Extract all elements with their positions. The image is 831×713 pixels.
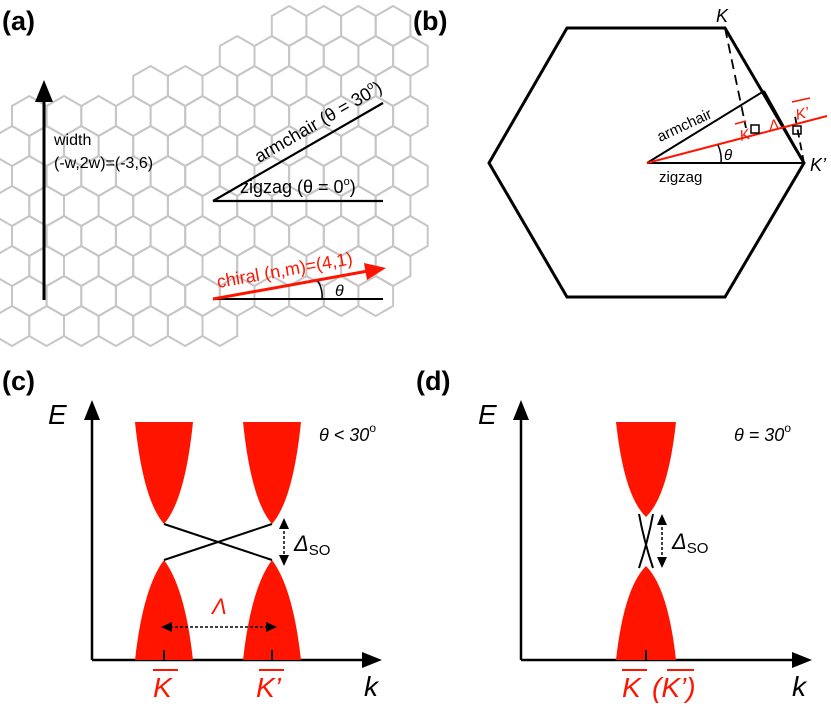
panel-d: (d) E k θ = 30o ΔSO K (K’) <box>416 366 812 703</box>
chiral-direction <box>646 115 828 164</box>
crossing-line-2 <box>163 523 273 561</box>
valence-band-Kbar <box>135 560 193 660</box>
crossing-lines-d <box>638 513 654 569</box>
valence-band-d <box>616 566 676 660</box>
Kbar-label-b: K <box>734 120 753 145</box>
lattice-hexagon <box>340 4 377 48</box>
armchair-label: armchair (θ = 30o) <box>251 76 386 166</box>
lattice-hexagon <box>0 124 31 168</box>
Kbar-prime-label-d: (K’) <box>652 669 696 703</box>
delta-so-label-c: ΔSO <box>293 531 330 559</box>
zigzag-label-b: zigzag <box>659 169 702 186</box>
lattice-hexagon <box>374 4 412 48</box>
zigzag-label: zigzag (θ = 0o) <box>240 176 356 197</box>
chiral-arrow <box>212 263 386 301</box>
lattice-hexagon <box>0 244 31 288</box>
valence-band-Kbar-prime <box>243 560 301 660</box>
Kbar-label-c: K <box>153 669 178 703</box>
svg-text:K: K <box>153 672 173 703</box>
armchair-line <box>212 102 384 202</box>
Kbar-prime-label-c: K’ <box>256 669 284 703</box>
lattice-hexagon <box>132 64 169 108</box>
theta-arc <box>317 280 323 300</box>
E-axis-label-d: E <box>478 399 497 430</box>
lattice-hexagon <box>305 4 343 48</box>
armchair-direction <box>646 90 765 164</box>
energy-axis-d <box>513 400 529 660</box>
svg-text:K: K <box>622 672 642 703</box>
delta-so-label-d: ΔSO <box>671 529 708 557</box>
delta-so-arrow-d <box>657 514 667 568</box>
panel-d-label: (d) <box>416 366 450 396</box>
conduction-band-Kbar-prime <box>243 422 301 524</box>
delta-so-arrow-c <box>279 518 289 566</box>
right-angle-mark-1 <box>750 124 760 134</box>
conduction-band-Kbar <box>135 422 193 524</box>
conduction-band-d <box>616 422 676 517</box>
lambda-arrow-c <box>161 622 277 632</box>
Lambda-label-b: Λ <box>766 116 781 135</box>
panel-b-label: (b) <box>413 6 447 36</box>
lattice-hexagon <box>270 4 308 48</box>
width-vector-label: (-w,2w)=(-3,6) <box>54 155 153 172</box>
panel-a: (a) width (-w,2w)=(-3,6) armchair (θ = 3… <box>0 4 429 348</box>
Lambda-label-c: Λ <box>210 594 227 619</box>
Kbar-label-d: K <box>622 669 647 703</box>
theta-label-b: θ <box>724 147 732 164</box>
dashed-line-K <box>724 27 747 129</box>
graphene-lattice <box>0 4 429 348</box>
k-axis-label-d: k <box>792 671 808 702</box>
lattice-hexagon <box>80 94 117 138</box>
k-axis-label-c: k <box>364 671 380 702</box>
energy-axis-c <box>84 400 100 660</box>
K-point-label: K <box>716 6 729 26</box>
condition-label-d: θ = 30o <box>734 421 791 445</box>
lattice-hexagon <box>166 64 204 108</box>
svg-text:K’: K’ <box>256 672 282 703</box>
lattice-hexagon <box>0 184 31 228</box>
panel-a-label: (a) <box>2 6 35 36</box>
panel-c-label: (c) <box>2 366 35 396</box>
lattice-hexagon <box>0 304 31 348</box>
Kprime-point-label: K’ <box>810 155 827 175</box>
svg-text:(K’): (K’) <box>652 672 696 703</box>
theta-arc-b <box>717 144 722 164</box>
theta-label-a: θ <box>335 283 344 300</box>
panel-b: (b) K K’ armchair zigzag θ K Λ K’ <box>413 6 828 299</box>
Kbar-prime-label-b: K’ <box>791 97 812 124</box>
width-label: width <box>53 132 91 149</box>
lattice-hexagon <box>218 34 256 78</box>
condition-label-c: θ < 30o <box>319 421 376 445</box>
svg-text:K’: K’ <box>794 104 812 124</box>
width-arrow <box>35 80 53 300</box>
E-axis-label-c: E <box>48 399 67 430</box>
panel-c: (c) E k θ < 30o ΔSO <box>2 366 382 703</box>
right-angle-mark-2 <box>792 125 802 135</box>
